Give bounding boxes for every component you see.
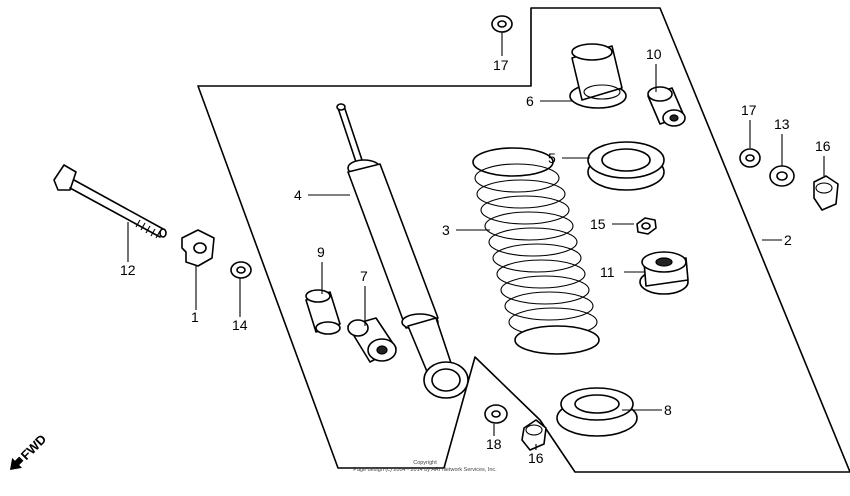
part-stopper-rubber[interactable] bbox=[569, 43, 627, 109]
callout-17-right: 17 bbox=[741, 102, 757, 118]
copyright-line-1: Copyright bbox=[413, 460, 437, 466]
part-bushing-10[interactable] bbox=[647, 86, 686, 127]
part-spring-seat-upper[interactable] bbox=[587, 141, 665, 191]
part-cap-nut-right[interactable] bbox=[813, 175, 839, 211]
callout-14: 14 bbox=[232, 317, 248, 333]
leader-lines bbox=[127, 32, 825, 450]
callout-3: 3 bbox=[442, 222, 450, 238]
part-nut-15[interactable] bbox=[636, 217, 657, 235]
part-spring[interactable] bbox=[472, 147, 600, 355]
part-bracket[interactable] bbox=[181, 229, 215, 267]
callout-17-top: 17 bbox=[493, 57, 509, 73]
callout-18: 18 bbox=[486, 436, 502, 452]
fwd-label: FWD bbox=[18, 431, 50, 463]
callout-15: 15 bbox=[590, 216, 606, 232]
callout-labels: 1 2 3 4 5 6 7 8 9 10 11 12 13 14 15 16 1… bbox=[120, 46, 831, 466]
part-washer-17-top[interactable] bbox=[491, 15, 513, 33]
part-bushing-7[interactable] bbox=[347, 317, 397, 363]
callout-5: 5 bbox=[548, 150, 556, 166]
fwd-arrow-icon bbox=[10, 456, 24, 470]
callout-4: 4 bbox=[294, 187, 302, 203]
part-spring-seat-lower[interactable] bbox=[556, 387, 638, 437]
part-washer-17-right[interactable] bbox=[739, 148, 761, 168]
callout-9: 9 bbox=[317, 244, 325, 260]
part-washer-13[interactable] bbox=[769, 165, 795, 187]
callout-13: 13 bbox=[774, 116, 790, 132]
part-collar[interactable] bbox=[305, 289, 341, 335]
part-washer-14[interactable] bbox=[230, 261, 252, 279]
callout-11: 11 bbox=[600, 264, 615, 280]
part-cap-nut-lower[interactable] bbox=[521, 419, 547, 451]
copyright-notice: Copyright Page design (c) 2004 - 2014 by… bbox=[353, 460, 497, 473]
callout-1: 1 bbox=[191, 309, 199, 325]
callout-12: 12 bbox=[120, 262, 136, 278]
callout-2: 2 bbox=[784, 232, 792, 248]
callout-8: 8 bbox=[664, 402, 672, 418]
callout-6: 6 bbox=[526, 93, 534, 109]
callout-7: 7 bbox=[360, 268, 368, 284]
callout-10: 10 bbox=[646, 46, 662, 62]
callout-16-lower: 16 bbox=[528, 450, 544, 466]
part-shock-absorber[interactable] bbox=[336, 103, 469, 399]
part-bolt[interactable] bbox=[53, 164, 167, 239]
callout-16-right: 16 bbox=[815, 138, 831, 154]
fwd-indicator: FWD bbox=[10, 431, 50, 470]
copyright-line-2: Page design (c) 2004 - 2014 by ARI Netwo… bbox=[353, 467, 497, 473]
part-washer-18[interactable] bbox=[484, 404, 508, 424]
part-rubber-bushing-11[interactable] bbox=[639, 251, 689, 295]
assembly-outline bbox=[197, 7, 850, 473]
